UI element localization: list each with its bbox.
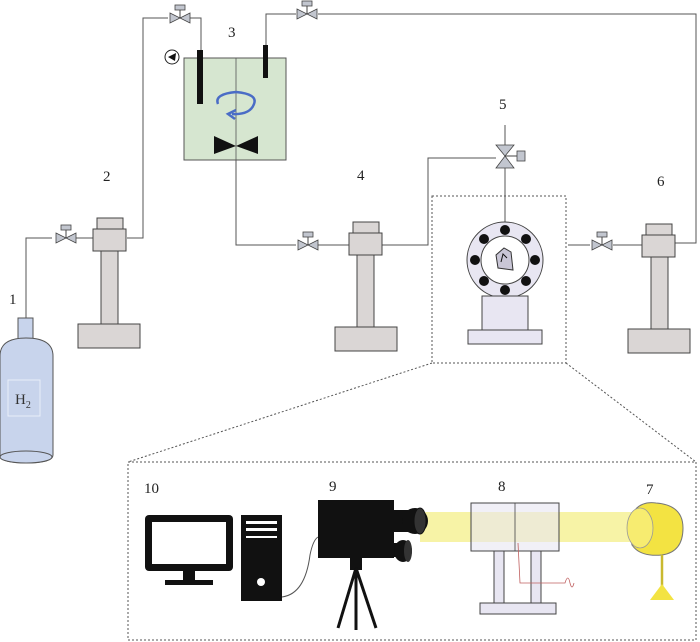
ignition-wire [517, 542, 575, 588]
chamber-bolts [470, 225, 540, 295]
stirrer-arrow-icon [216, 90, 256, 116]
pump-2 [77, 217, 141, 349]
pipe-cylinder-to-valve [25, 237, 52, 318]
tank-probe-right [263, 45, 268, 78]
high-speed-camera [318, 500, 428, 630]
label-6: 6 [657, 174, 665, 190]
impeller-icon [214, 136, 258, 154]
valve-icon [297, 231, 319, 251]
test-section-base [479, 602, 557, 615]
valves [55, 0, 613, 251]
light-source [626, 502, 684, 600]
label-2: 2 [103, 169, 111, 185]
zoom-line-left [127, 362, 433, 463]
camera-cable [281, 536, 319, 598]
label-8: 8 [498, 479, 506, 495]
pump-6 [627, 223, 691, 354]
computer-tower-icon [241, 515, 282, 601]
label-4: 4 [357, 168, 365, 184]
tripod-icon [336, 558, 378, 630]
label-9: 9 [329, 479, 337, 495]
chamber-base [467, 329, 543, 345]
zoom-source-box [431, 195, 567, 364]
piping [25, 13, 697, 318]
camera-icon [318, 500, 394, 558]
pipe-top-valve-to-tank [190, 17, 202, 52]
pipe-pump4-to-valve5 [382, 157, 496, 246]
valve-icon [55, 224, 77, 244]
test-section [470, 502, 575, 615]
component-labels: 1 2 3 4 5 6 7 8 9 10 [9, 25, 665, 498]
valve-icon [169, 4, 191, 24]
label-10: 10 [144, 481, 159, 497]
pump-4 [334, 221, 398, 352]
label-1: 1 [9, 292, 17, 308]
valve-icon [591, 231, 613, 251]
pipe-return-to-tank [265, 13, 296, 46]
lamp-base [650, 584, 674, 600]
cylinder-label-box [7, 379, 41, 417]
combustion-chamber [466, 221, 544, 345]
valve-icon [296, 0, 318, 20]
zoom-line-right [565, 362, 697, 463]
chamber-stand [481, 295, 529, 331]
label-3: 3 [228, 25, 236, 41]
chamber-window [495, 247, 514, 271]
pipe-pump2-to-top-valve [127, 17, 168, 239]
pipe-tank-to-valve [235, 160, 296, 246]
pipe-pump6-return [318, 13, 697, 244]
cylinder-gas-label: H2 [15, 392, 31, 411]
computer [145, 515, 319, 601]
zoom-indicator [127, 195, 697, 641]
three-way-valve-icon [495, 144, 526, 169]
zoom-detail-box [127, 461, 697, 641]
label-5: 5 [499, 97, 507, 113]
label-7: 7 [646, 482, 654, 498]
hydrogen-cylinder: H2 [0, 317, 54, 464]
tank-probe-left [197, 50, 203, 104]
mixing-tank [164, 45, 287, 161]
